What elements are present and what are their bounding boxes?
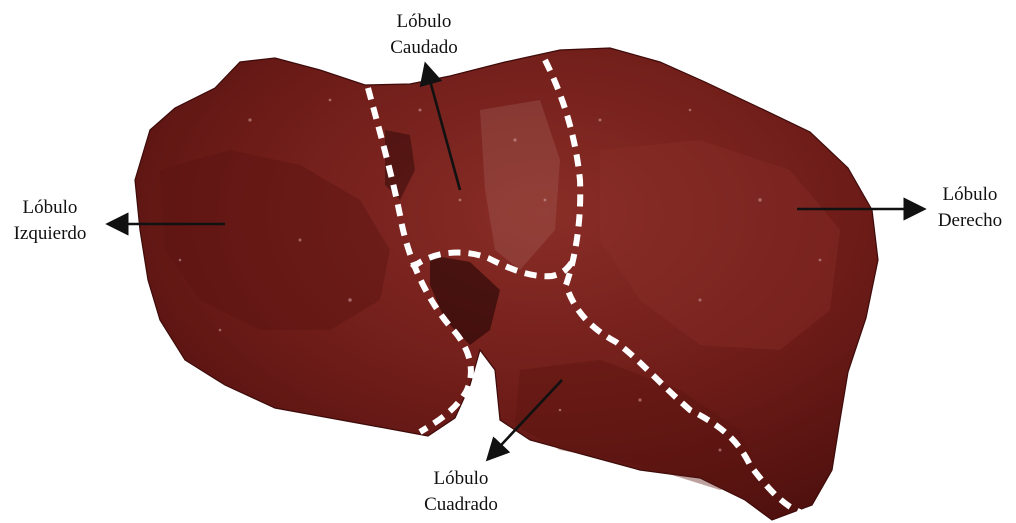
label-izquierdo-line1: Lóbulo xyxy=(2,195,98,221)
label-cuadrado-line2: Cuadrado xyxy=(406,492,516,518)
label-caudado-line1: Lóbulo xyxy=(369,9,479,35)
label-lobulo-cuadrado: Lóbulo Cuadrado xyxy=(406,466,516,518)
label-lobulo-izquierdo: Lóbulo Izquierdo xyxy=(2,195,98,247)
label-cuadrado-line1: Lóbulo xyxy=(406,466,516,492)
label-derecho-line1: Lóbulo xyxy=(930,182,1010,208)
label-caudado-line2: Caudado xyxy=(369,35,479,61)
label-lobulo-derecho: Lóbulo Derecho xyxy=(930,182,1010,234)
label-derecho-line2: Derecho xyxy=(930,208,1010,234)
label-izquierdo-line2: Izquierdo xyxy=(2,221,98,247)
label-lobulo-caudado: Lóbulo Caudado xyxy=(369,9,479,61)
